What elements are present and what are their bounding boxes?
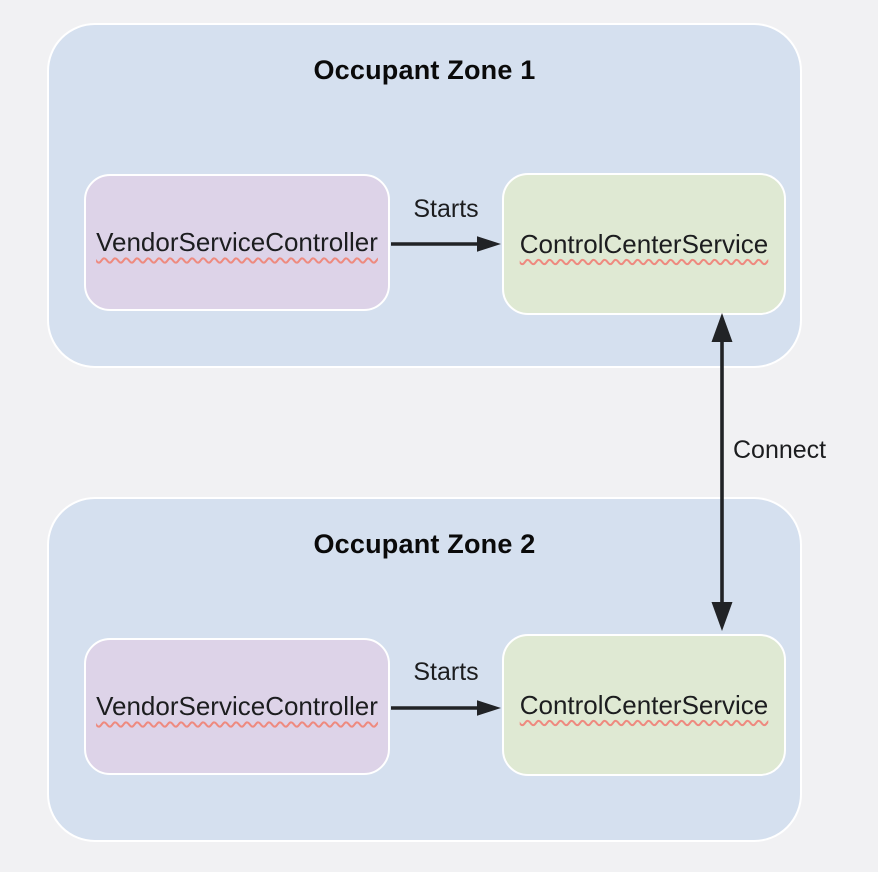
zone-1-vendor-service-controller-node: VendorServiceController xyxy=(84,174,390,311)
zone-1-starts-edge-label: Starts xyxy=(413,195,479,223)
zone-2-control-center-service-node: ControlCenterService xyxy=(502,634,786,776)
zone-1-title: Occupant Zone 1 xyxy=(313,55,536,85)
zone-1-control-center-service-label: ControlCenterService xyxy=(519,228,769,259)
zone-2-title: Occupant Zone 2 xyxy=(313,529,536,559)
zone-2-starts-edge-label: Starts xyxy=(413,658,479,686)
zone-2-starts-arrow xyxy=(391,700,501,716)
zone-occupant-1: Occupant Zone 1 VendorServiceController … xyxy=(47,23,802,368)
connect-arrow xyxy=(711,313,733,631)
zone-2-control-center-service-label: ControlCenterService xyxy=(519,689,769,720)
zone-1-control-center-service-node: ControlCenterService xyxy=(502,173,786,315)
zone-1-starts-arrow xyxy=(391,236,501,252)
zone-2-vendor-service-controller-node: VendorServiceController xyxy=(84,638,390,775)
connect-edge-label: Connect xyxy=(733,436,827,464)
zone-2-vendor-service-controller-label: VendorServiceController xyxy=(96,691,378,721)
zone-occupant-2: Occupant Zone 2 VendorServiceController … xyxy=(47,497,802,842)
zone-1-vendor-service-controller-label: VendorServiceController xyxy=(96,227,378,257)
